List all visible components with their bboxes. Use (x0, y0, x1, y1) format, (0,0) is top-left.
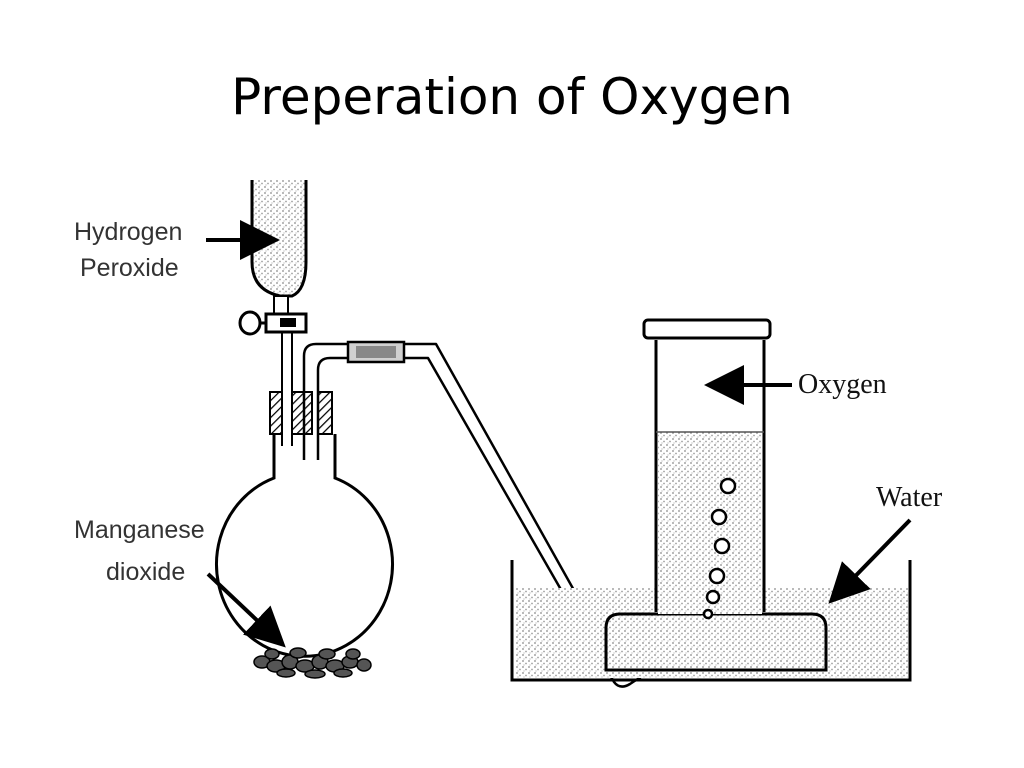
beehive-shelf (604, 612, 828, 672)
stopcock-tap (238, 310, 308, 336)
rubber-connector (346, 340, 406, 364)
label-hydrogen-peroxide-line2: Peroxide (80, 254, 179, 282)
label-manganese-dioxide-line1: Manganese (74, 516, 205, 544)
arrow-manganese-dioxide (206, 572, 286, 648)
manganese-dioxide-granules (253, 647, 372, 679)
arrow-water (828, 518, 912, 604)
slide-title: Preperation of Oxygen (231, 68, 793, 126)
round-bottom-flask (215, 434, 394, 658)
label-oxygen: Oxygen (798, 369, 887, 400)
gas-jar (642, 318, 772, 614)
label-manganese-dioxide-line2: dioxide (106, 558, 185, 586)
label-hydrogen-peroxide-line1: Hydrogen (74, 218, 182, 246)
funnel-stem (281, 332, 293, 446)
rubber-stopper (269, 391, 333, 435)
oxygen-bubbles (702, 477, 737, 620)
label-water: Water (876, 482, 943, 513)
dropping-funnel (250, 180, 308, 315)
